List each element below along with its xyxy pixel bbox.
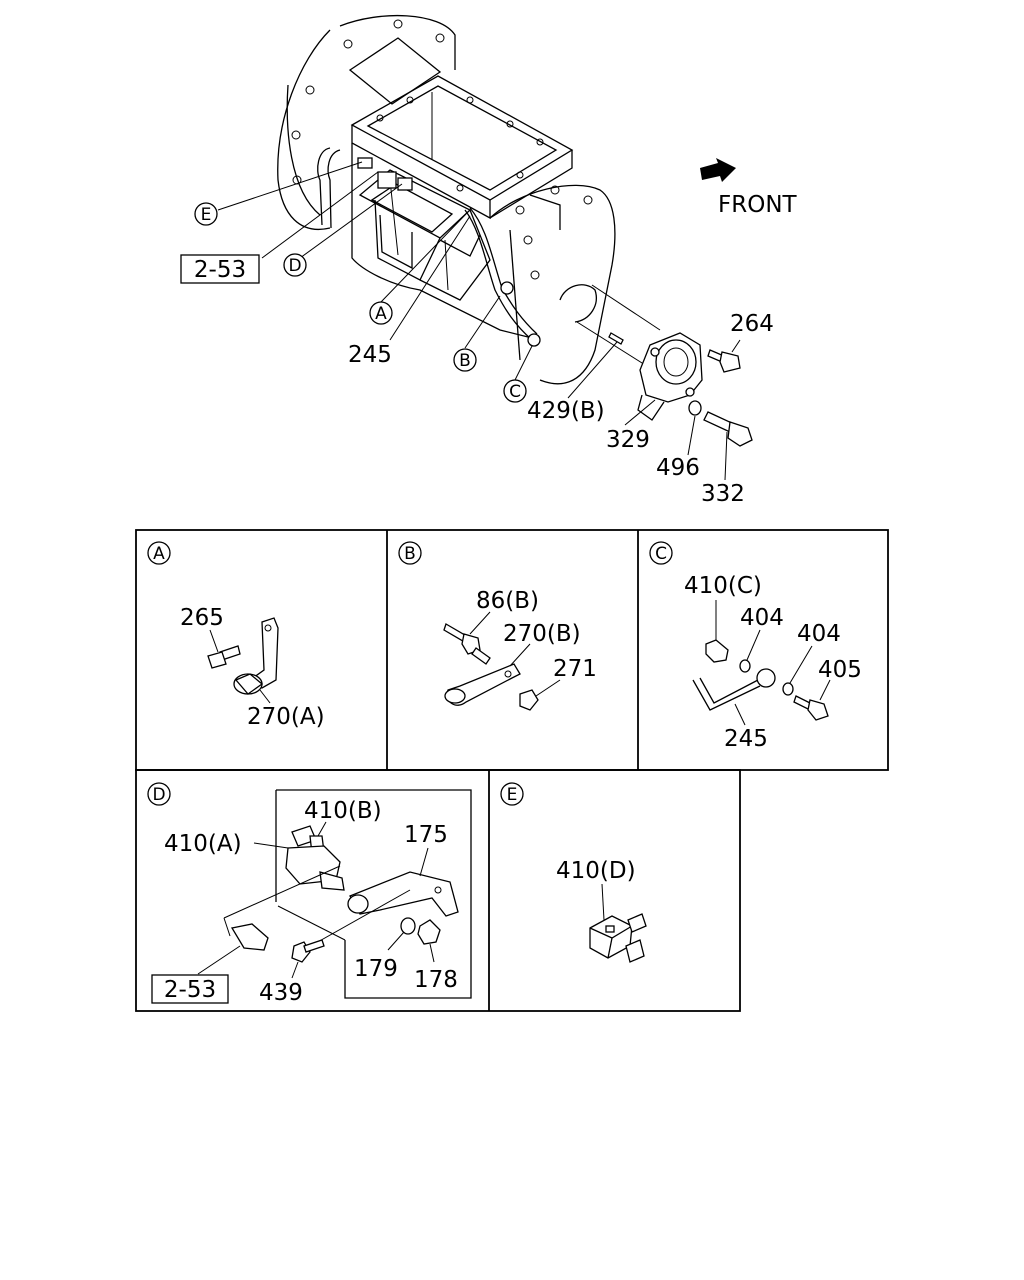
part-496-label: 496: [656, 455, 700, 481]
detail-a-marker: A: [153, 544, 165, 564]
part-332-label: 332: [701, 481, 745, 507]
svg-text:C: C: [509, 382, 521, 402]
detail-e-marker: E: [507, 785, 518, 805]
callout-a: A: [369, 301, 393, 325]
transmission-assembly: [277, 14, 661, 385]
svg-text:D: D: [288, 256, 301, 276]
ref-label-detail-d: 2-53: [164, 977, 216, 1003]
part-270b-label: 270(B): [503, 621, 581, 647]
part-410c-label: 410(C): [684, 573, 762, 599]
part-404-left-label: 404: [740, 605, 784, 631]
part-245-label: 245: [348, 342, 392, 368]
front-label: FRONT: [718, 192, 798, 218]
part-264-label: 264: [730, 311, 774, 337]
front-arrow-icon: [700, 158, 736, 182]
callout-c: C: [503, 379, 527, 403]
part-410a-label: 410(A): [164, 831, 242, 857]
callout-b: B: [453, 348, 477, 372]
callout-d: D: [283, 253, 307, 277]
part-329-label: 329: [606, 427, 650, 453]
part-245-detail-label: 245: [724, 726, 768, 752]
ref-box-main: [180, 254, 260, 284]
actuator-329: [608, 332, 753, 447]
part-175-label: 175: [404, 822, 448, 848]
ref-box-detail-d: [151, 974, 229, 1004]
part-271-label: 271: [553, 656, 597, 682]
part-178-label: 178: [414, 967, 458, 993]
part-404-right-label: 404: [797, 621, 841, 647]
svg-text:A: A: [375, 304, 387, 324]
part-410b-label: 410(B): [304, 798, 382, 824]
detail-b: B 86(B) 270(B) 271: [398, 541, 597, 711]
detail-d: D 2-53 410(B) 410(A): [147, 782, 472, 1006]
detail-c: C 410(C) 404 404 405 245: [649, 541, 862, 752]
detail-c-marker: C: [655, 544, 667, 564]
detail-a: A 265 270(A): [147, 541, 325, 730]
callout-e: E: [194, 202, 218, 226]
detail-d-marker: D: [152, 785, 165, 805]
part-439-label: 439: [259, 980, 303, 1006]
detail-e: E 410(D): [500, 782, 647, 963]
detail-grid: [135, 529, 889, 1012]
detail-b-marker: B: [404, 544, 416, 564]
part-270a-label: 270(A): [247, 704, 325, 730]
main-leader-lines: [217, 161, 741, 481]
part-86b-label: 86(B): [476, 588, 539, 614]
ref-label-main: 2-53: [194, 257, 246, 283]
part-410d-label: 410(D): [556, 858, 636, 884]
svg-text:B: B: [459, 351, 471, 371]
part-265-label: 265: [180, 605, 224, 631]
part-429b-label: 429(B): [527, 398, 605, 424]
part-179-label: 179: [354, 956, 398, 982]
svg-text:E: E: [201, 205, 212, 225]
part-405-label: 405: [818, 657, 862, 683]
